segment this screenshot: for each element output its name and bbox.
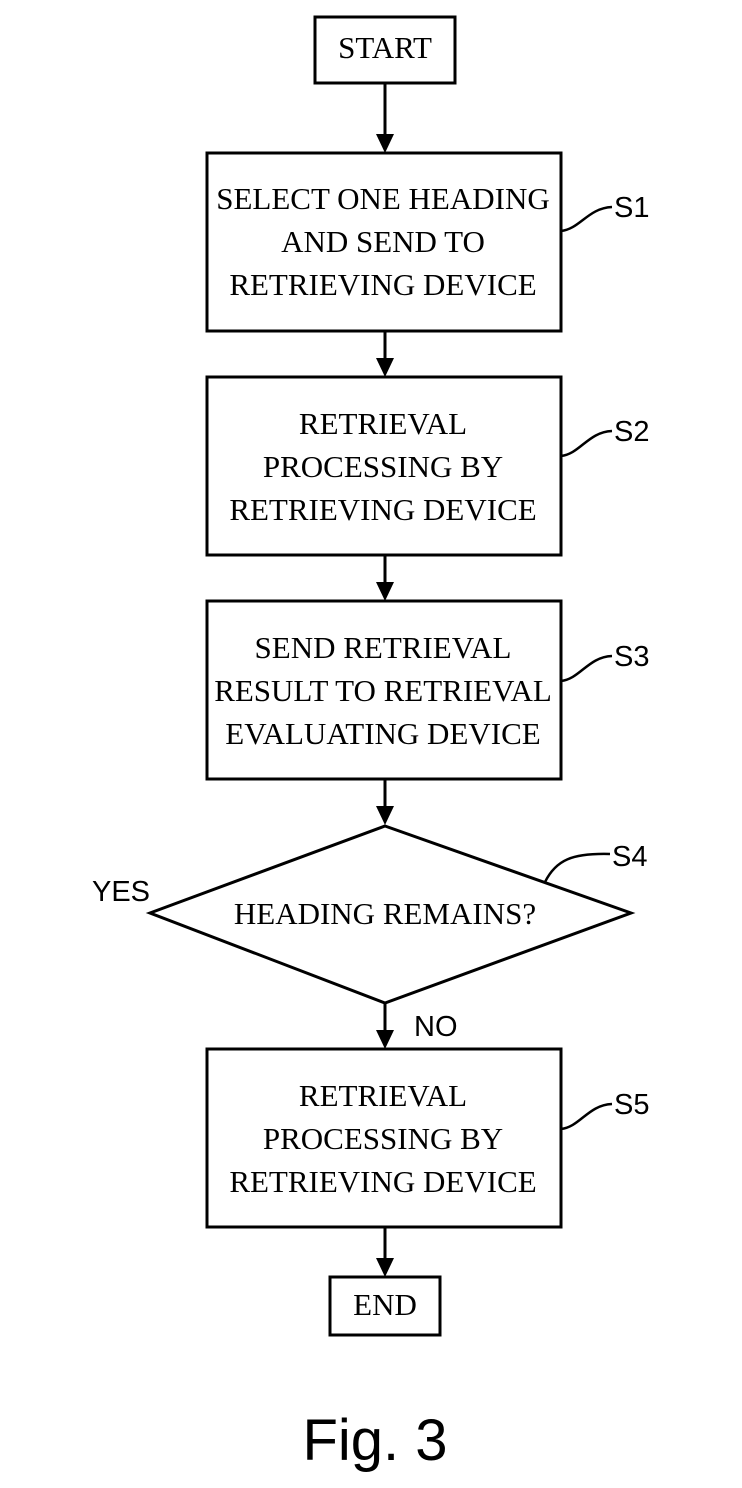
- end-terminal: END: [328, 1275, 442, 1337]
- s4-leader-line: [543, 852, 611, 883]
- connector-s5-end: [376, 1227, 394, 1277]
- connector-s1-s2: [376, 331, 394, 377]
- s5-line-3: RETRIEVING DEVICE: [229, 1164, 536, 1199]
- yes-branch-label: YES: [92, 876, 150, 908]
- s3-step-label: S3: [614, 641, 649, 673]
- s1-step-label: S1: [614, 192, 649, 224]
- s2-step-label: S2: [614, 416, 649, 448]
- s5-leader-line: [560, 1102, 613, 1131]
- s4-step-label: S4: [612, 841, 647, 873]
- connector-s4-s5: [376, 1003, 394, 1049]
- s2-leader-line: [560, 429, 613, 458]
- end-label: END: [353, 1287, 417, 1322]
- process-box-s1: SELECT ONE HEADING AND SEND TO RETRIEVIN…: [205, 151, 563, 333]
- s3-line-2: RESULT TO RETRIEVAL: [214, 673, 552, 708]
- connector-s3-s4: [376, 779, 394, 825]
- start-terminal: START: [313, 15, 457, 85]
- s3-line-3: EVALUATING DEVICE: [225, 716, 540, 751]
- connector-start-s1: [376, 83, 394, 153]
- process-box-s2: RETRIEVAL PROCESSING BY RETRIEVING DEVIC…: [205, 375, 563, 557]
- s5-line-2: PROCESSING BY: [263, 1121, 503, 1156]
- s2-line-3: RETRIEVING DEVICE: [229, 492, 536, 527]
- s3-line-1: SEND RETRIEVAL: [255, 630, 512, 665]
- start-label: START: [338, 30, 432, 65]
- s5-step-label: S5: [614, 1089, 649, 1121]
- decision-text: HEADING REMAINS?: [234, 896, 536, 931]
- s2-line-1: RETRIEVAL: [299, 406, 467, 441]
- process-box-s5: RETRIEVAL PROCESSING BY RETRIEVING DEVIC…: [205, 1047, 563, 1229]
- s2-line-2: PROCESSING BY: [263, 449, 503, 484]
- s1-leader-line: [560, 205, 613, 233]
- s5-line-1: RETRIEVAL: [299, 1078, 467, 1113]
- decision-diamond-s4: HEADING REMAINS?: [145, 824, 636, 1005]
- s1-line-3: RETRIEVING DEVICE: [229, 267, 536, 302]
- process-box-s3: SEND RETRIEVAL RESULT TO RETRIEVAL EVALU…: [205, 599, 563, 781]
- connector-s2-s3: [376, 555, 394, 601]
- no-branch-label: NO: [414, 1011, 458, 1043]
- figure-caption: Fig. 3: [302, 1408, 447, 1473]
- s1-line-2: AND SEND TO: [281, 224, 485, 259]
- s3-leader-line: [560, 654, 613, 683]
- s1-line-1: SELECT ONE HEADING: [216, 181, 550, 216]
